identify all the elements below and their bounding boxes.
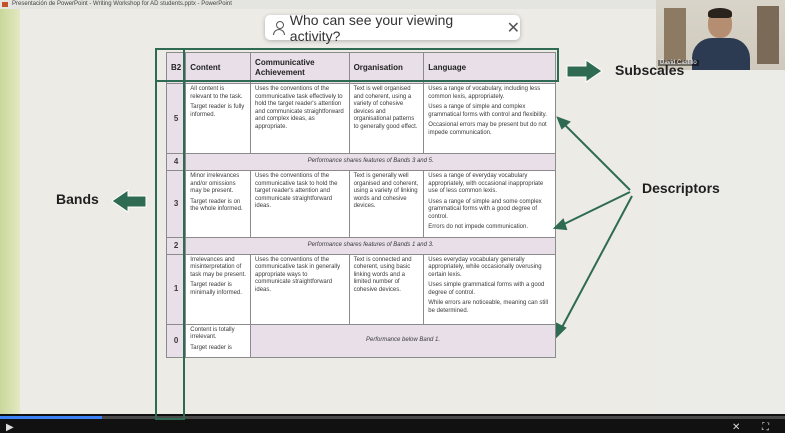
descriptor-text: Text is well organised and coherent, usi…: [353, 86, 418, 130]
bookshelf-left: [664, 8, 686, 63]
descriptor-text: While errors are noticeable, meaning can…: [428, 300, 549, 314]
participant-body: [692, 38, 750, 70]
subscales-label: Subscales: [615, 62, 685, 78]
communicative-cell: Uses the conventions of the communicativ…: [250, 83, 350, 154]
band-row-3: 3 Minor irrelevances and/or omissions ma…: [165, 170, 556, 238]
descriptor-text: Uses a range of simple and complex gramm…: [428, 104, 547, 118]
band-number: 1: [165, 253, 187, 325]
shared-features-cell: Performance shares features of Bands 3 a…: [185, 153, 556, 171]
bands-highlight-box: [155, 48, 185, 420]
descriptor-text: Errors do not impede communication.: [428, 224, 529, 230]
content-cell: Irrelevances and misinterpretation of ta…: [185, 253, 252, 325]
descriptors-label: Descriptors: [642, 180, 720, 196]
content-cell: Content is totally irrelevant. Target rea…: [185, 323, 252, 358]
band-row-5: 5 All content is relevant to the task. Ta…: [165, 83, 556, 154]
language-cell: Uses a range of vocabulary, including le…: [423, 83, 556, 154]
descriptor-text: Uses the conventions of the communicativ…: [255, 86, 344, 130]
descriptor-text: Target reader is minimally informed.: [190, 282, 242, 296]
descriptor-text: All content is relevant to the task.: [190, 86, 243, 100]
descriptor-text: Target reader is fully informed.: [190, 104, 245, 118]
viewing-activity-banner[interactable]: Who can see your viewing activity? ✕: [265, 12, 520, 44]
descriptor-text: Target reader is: [190, 344, 232, 351]
descriptor-text: Uses the conventions of the communicativ…: [255, 173, 338, 209]
content-cell: All content is relevant to the task. Targ…: [185, 83, 252, 154]
descriptor-text: Text is connected and coherent, using ba…: [353, 256, 412, 293]
band-number: 4: [165, 153, 187, 171]
descriptor-text: Occasional errors may be present but do …: [428, 122, 547, 136]
organisation-cell: Text is well organised and coherent, usi…: [348, 83, 425, 154]
content-cell: Minor irrelevances and/or omissions may …: [185, 170, 252, 238]
bands-arrow-icon: [111, 189, 147, 213]
content-header: Content: [185, 52, 252, 84]
participant-video[interactable]: David Castillo: [656, 0, 785, 70]
communicative-header: Communicative Achievement: [250, 52, 350, 84]
close-icon[interactable]: ✕: [506, 19, 520, 37]
bookshelf-right: [757, 6, 779, 64]
language-cell: Uses everyday vocabulary generally appro…: [423, 253, 556, 325]
descriptor-arrows: [552, 116, 633, 339]
subscales-arrow-icon: [566, 59, 603, 83]
people-icon: [273, 20, 286, 35]
fullscreen-icon[interactable]: ⛶: [762, 422, 769, 433]
participant-hair: [708, 8, 732, 18]
band-number: 5: [165, 83, 187, 154]
descriptor-text: Irrelevances and misinterpretation of ta…: [190, 256, 246, 278]
band-row-4: 4 Performance shares features of Bands 3…: [165, 153, 556, 171]
playback-progress-bar[interactable]: [0, 416, 785, 419]
playback-progress-fill: [0, 416, 103, 419]
organisation-cell: Text is connected and coherent, using ba…: [348, 253, 425, 325]
language-cell: Uses a range of everyday vocabulary appr…: [423, 170, 556, 238]
band-row-0: 0 Content is totally irrelevant. Target r…: [165, 323, 556, 358]
descriptor-text: Uses a range of simple and some complex …: [428, 198, 542, 220]
descriptor-text: Uses a range of everyday vocabulary appr…: [428, 173, 544, 194]
participant-name: David Castillo: [658, 60, 699, 66]
descriptor-text: Content is totally irrelevant.: [190, 326, 235, 341]
rubric-header-row: B2 Content Communicative Achievement Org…: [165, 52, 556, 84]
descriptor-text: Uses a range of vocabulary, including le…: [428, 86, 541, 100]
band-row-1: 1 Irrelevances and misinterpretation of …: [165, 253, 556, 325]
powerpoint-icon: [2, 2, 8, 7]
band-number: 0: [165, 323, 187, 358]
descriptor-text: Text is generally well organised and coh…: [353, 173, 419, 209]
descriptor-text: Uses everyday vocabulary generally appro…: [428, 256, 542, 278]
descriptor-text: Target reader is on the whole informed.: [190, 198, 243, 213]
window-title: Presentación de PowerPoint - Writing Wor…: [12, 1, 232, 7]
organisation-cell: Text is generally well organised and coh…: [348, 170, 425, 238]
descriptor-text: Minor irrelevances and/or omissions may …: [190, 173, 240, 194]
viewing-activity-text: Who can see your viewing activity?: [289, 11, 454, 44]
organisation-header: Organisation: [348, 52, 425, 84]
descriptor-text: Uses the conventions of the communicativ…: [255, 256, 341, 293]
band-number: 2: [165, 236, 187, 255]
shared-features-cell: Performance below Band 1.: [250, 323, 556, 358]
slide-left-strip: [0, 9, 20, 414]
communicative-cell: Uses the conventions of the communicativ…: [250, 253, 350, 325]
shrink-icon[interactable]: ✕: [732, 422, 741, 433]
play-icon[interactable]: ▶: [6, 422, 14, 433]
window-titlebar: Presentación de PowerPoint - Writing Wor…: [0, 0, 785, 9]
bands-label: Bands: [56, 191, 99, 207]
language-header: Language: [423, 52, 556, 84]
descriptor-text: Uses simple grammatical forms with a goo…: [428, 282, 545, 296]
band-number: 3: [165, 170, 187, 238]
assessment-rubric-table: B2 Content Communicative Achievement Org…: [165, 52, 556, 358]
